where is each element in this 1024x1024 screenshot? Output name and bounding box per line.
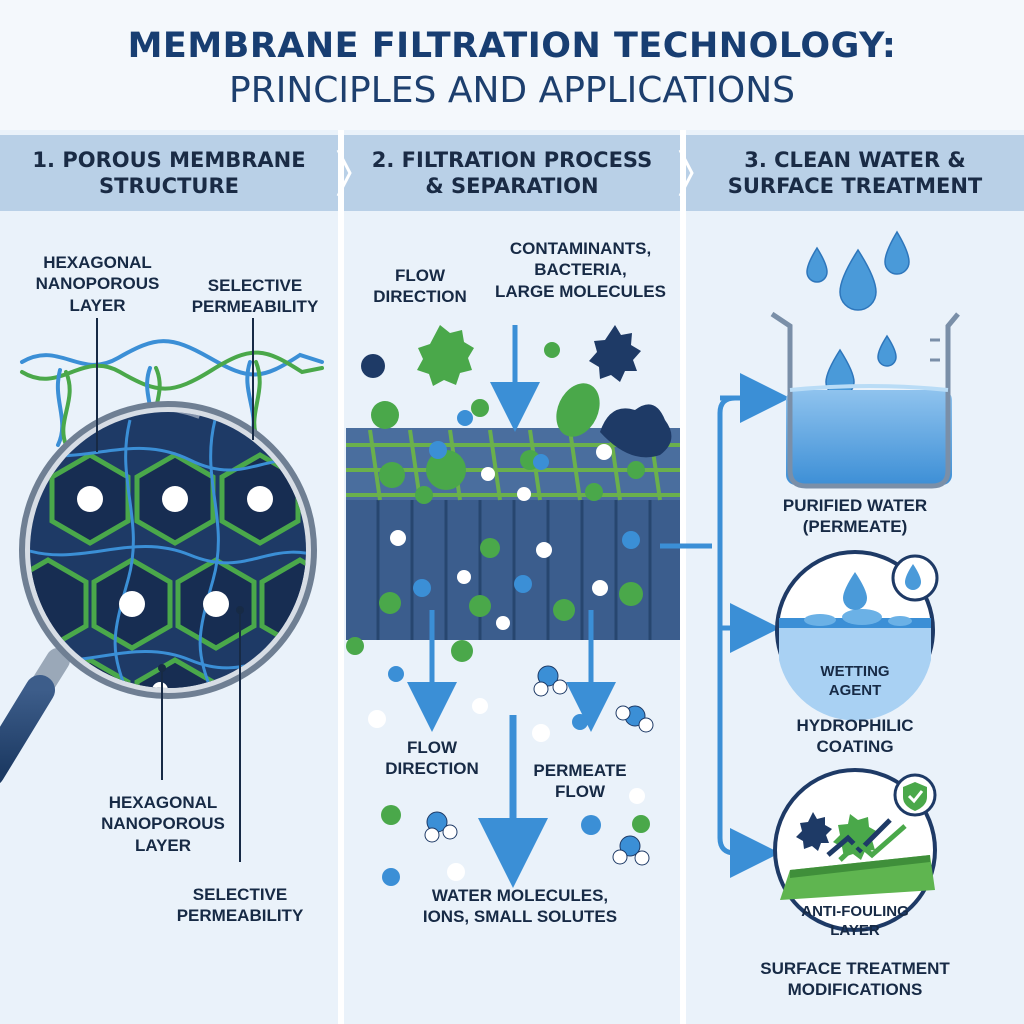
label-water-molecules: WATER MOLECULES, IONS, SMALL SOLUTES <box>400 885 640 928</box>
water-drop-icons <box>807 232 909 396</box>
label-hexagonal-layer-bottom: HEXAGONAL NANOPOROUS LAYER <box>88 792 238 856</box>
label-surface-treatment: SURFACE TREATMENT MODIFICATIONS <box>735 958 975 1001</box>
label-selective-permeability-top: SELECTIVE PERMEABILITY <box>180 275 330 318</box>
label-contaminants: CONTAMINANTS, BACTERIA, LARGE MOLECULES <box>488 238 673 302</box>
label-wetting-agent: WETTING AGENT <box>800 663 910 701</box>
label-selective-permeability-bottom: SELECTIVE PERMEABILITY <box>165 884 315 927</box>
label-purified-water: PURIFIED WATER (PERMEATE) <box>760 495 950 538</box>
label-flow-direction-top: FLOW DIRECTION <box>360 265 480 308</box>
label-flow-direction-bottom: FLOW DIRECTION <box>372 737 492 780</box>
label-permeate-flow: PERMEATE FLOW <box>525 760 635 803</box>
label-anti-fouling-layer: ANTI-FOULING LAYER <box>780 903 930 941</box>
magnifying-glass-icon <box>0 404 338 772</box>
label-hexagonal-layer-top: HEXAGONAL NANOPOROUS LAYER <box>20 252 175 316</box>
label-hydrophilic-coating: HYDROPHILIC COATING <box>775 715 935 758</box>
beaker-icon <box>772 314 958 486</box>
